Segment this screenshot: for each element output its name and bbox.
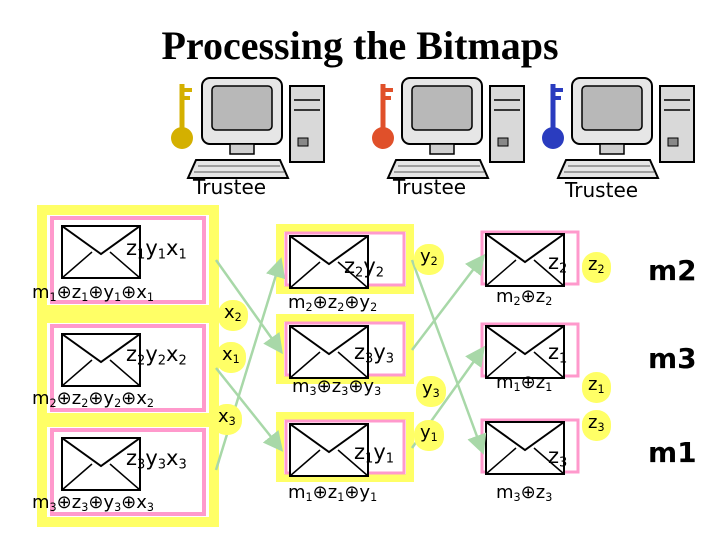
trustee-computer-3: [557, 77, 695, 179]
removed-bit-x-chip: x1: [216, 342, 246, 373]
envelope-icon: [37, 205, 219, 315]
envelope-label-right-1: z2: [548, 250, 568, 277]
envelope-icon: [37, 417, 219, 527]
xor-expression-middle-2: m3⊕z3⊕y3: [292, 376, 382, 398]
decrypted-message-3: m1: [648, 436, 697, 469]
removed-bit-z-chip: z2: [582, 252, 611, 283]
envelope-label-input-2: z2y2x2: [126, 342, 187, 369]
removed-bit-y-chip: y3: [416, 376, 446, 407]
shuffle-arrows-1: [214, 257, 286, 471]
xor-expression-input-2: m2⊕z2⊕y2⊕x2: [32, 388, 155, 410]
xor-expression-middle-1: m2⊕z2⊕y2: [288, 292, 378, 314]
xor-expression-right-2: m1⊕z1: [496, 372, 553, 394]
removed-bit-x-chip: x2: [218, 300, 248, 331]
decrypted-message-1: m2: [648, 254, 697, 287]
trustee-computer-2: [387, 77, 525, 179]
envelope-label-right-3: z3: [548, 444, 568, 471]
trustee-label-3: Trustee: [565, 178, 639, 202]
removed-bit-y-chip: y1: [414, 420, 444, 451]
removed-bit-z-chip: z1: [582, 372, 611, 403]
xor-expression-middle-3: m1⊕z1⊕y1: [288, 482, 378, 504]
envelope-label-middle-3: z1y1: [354, 440, 395, 467]
xor-expression-input-3: m3⊕z3⊕y3⊕x3: [32, 492, 155, 514]
trustee-label-1: Trustee: [193, 175, 267, 199]
removed-bit-z-chip: z3: [582, 410, 611, 441]
page-title: Processing the Bitmaps: [161, 23, 559, 68]
decrypted-message-2: m3: [648, 342, 697, 375]
trustee-label-2: Trustee: [393, 175, 467, 199]
envelope-label-right-2: z1: [548, 340, 568, 367]
xor-expression-right-3: m3⊕z3: [496, 482, 553, 504]
envelope-label-input-1: z1y1x1: [126, 236, 187, 263]
xor-expression-right-1: m2⊕z2: [496, 286, 553, 308]
key-icon: [372, 84, 394, 149]
envelope-label-middle-2: z3y3: [354, 340, 395, 367]
trustee-computer-1: [187, 77, 325, 179]
xor-expression-input-1: m1⊕z1⊕y1⊕x1: [32, 282, 155, 304]
key-icon: [171, 84, 193, 149]
envelope-label-middle-1: z2y2: [344, 254, 385, 281]
envelope-label-input-3: z3y3x3: [126, 446, 187, 473]
key-icon: [542, 84, 564, 149]
removed-bit-y-chip: y2: [414, 244, 444, 275]
removed-bit-x-chip: x3: [212, 404, 242, 435]
